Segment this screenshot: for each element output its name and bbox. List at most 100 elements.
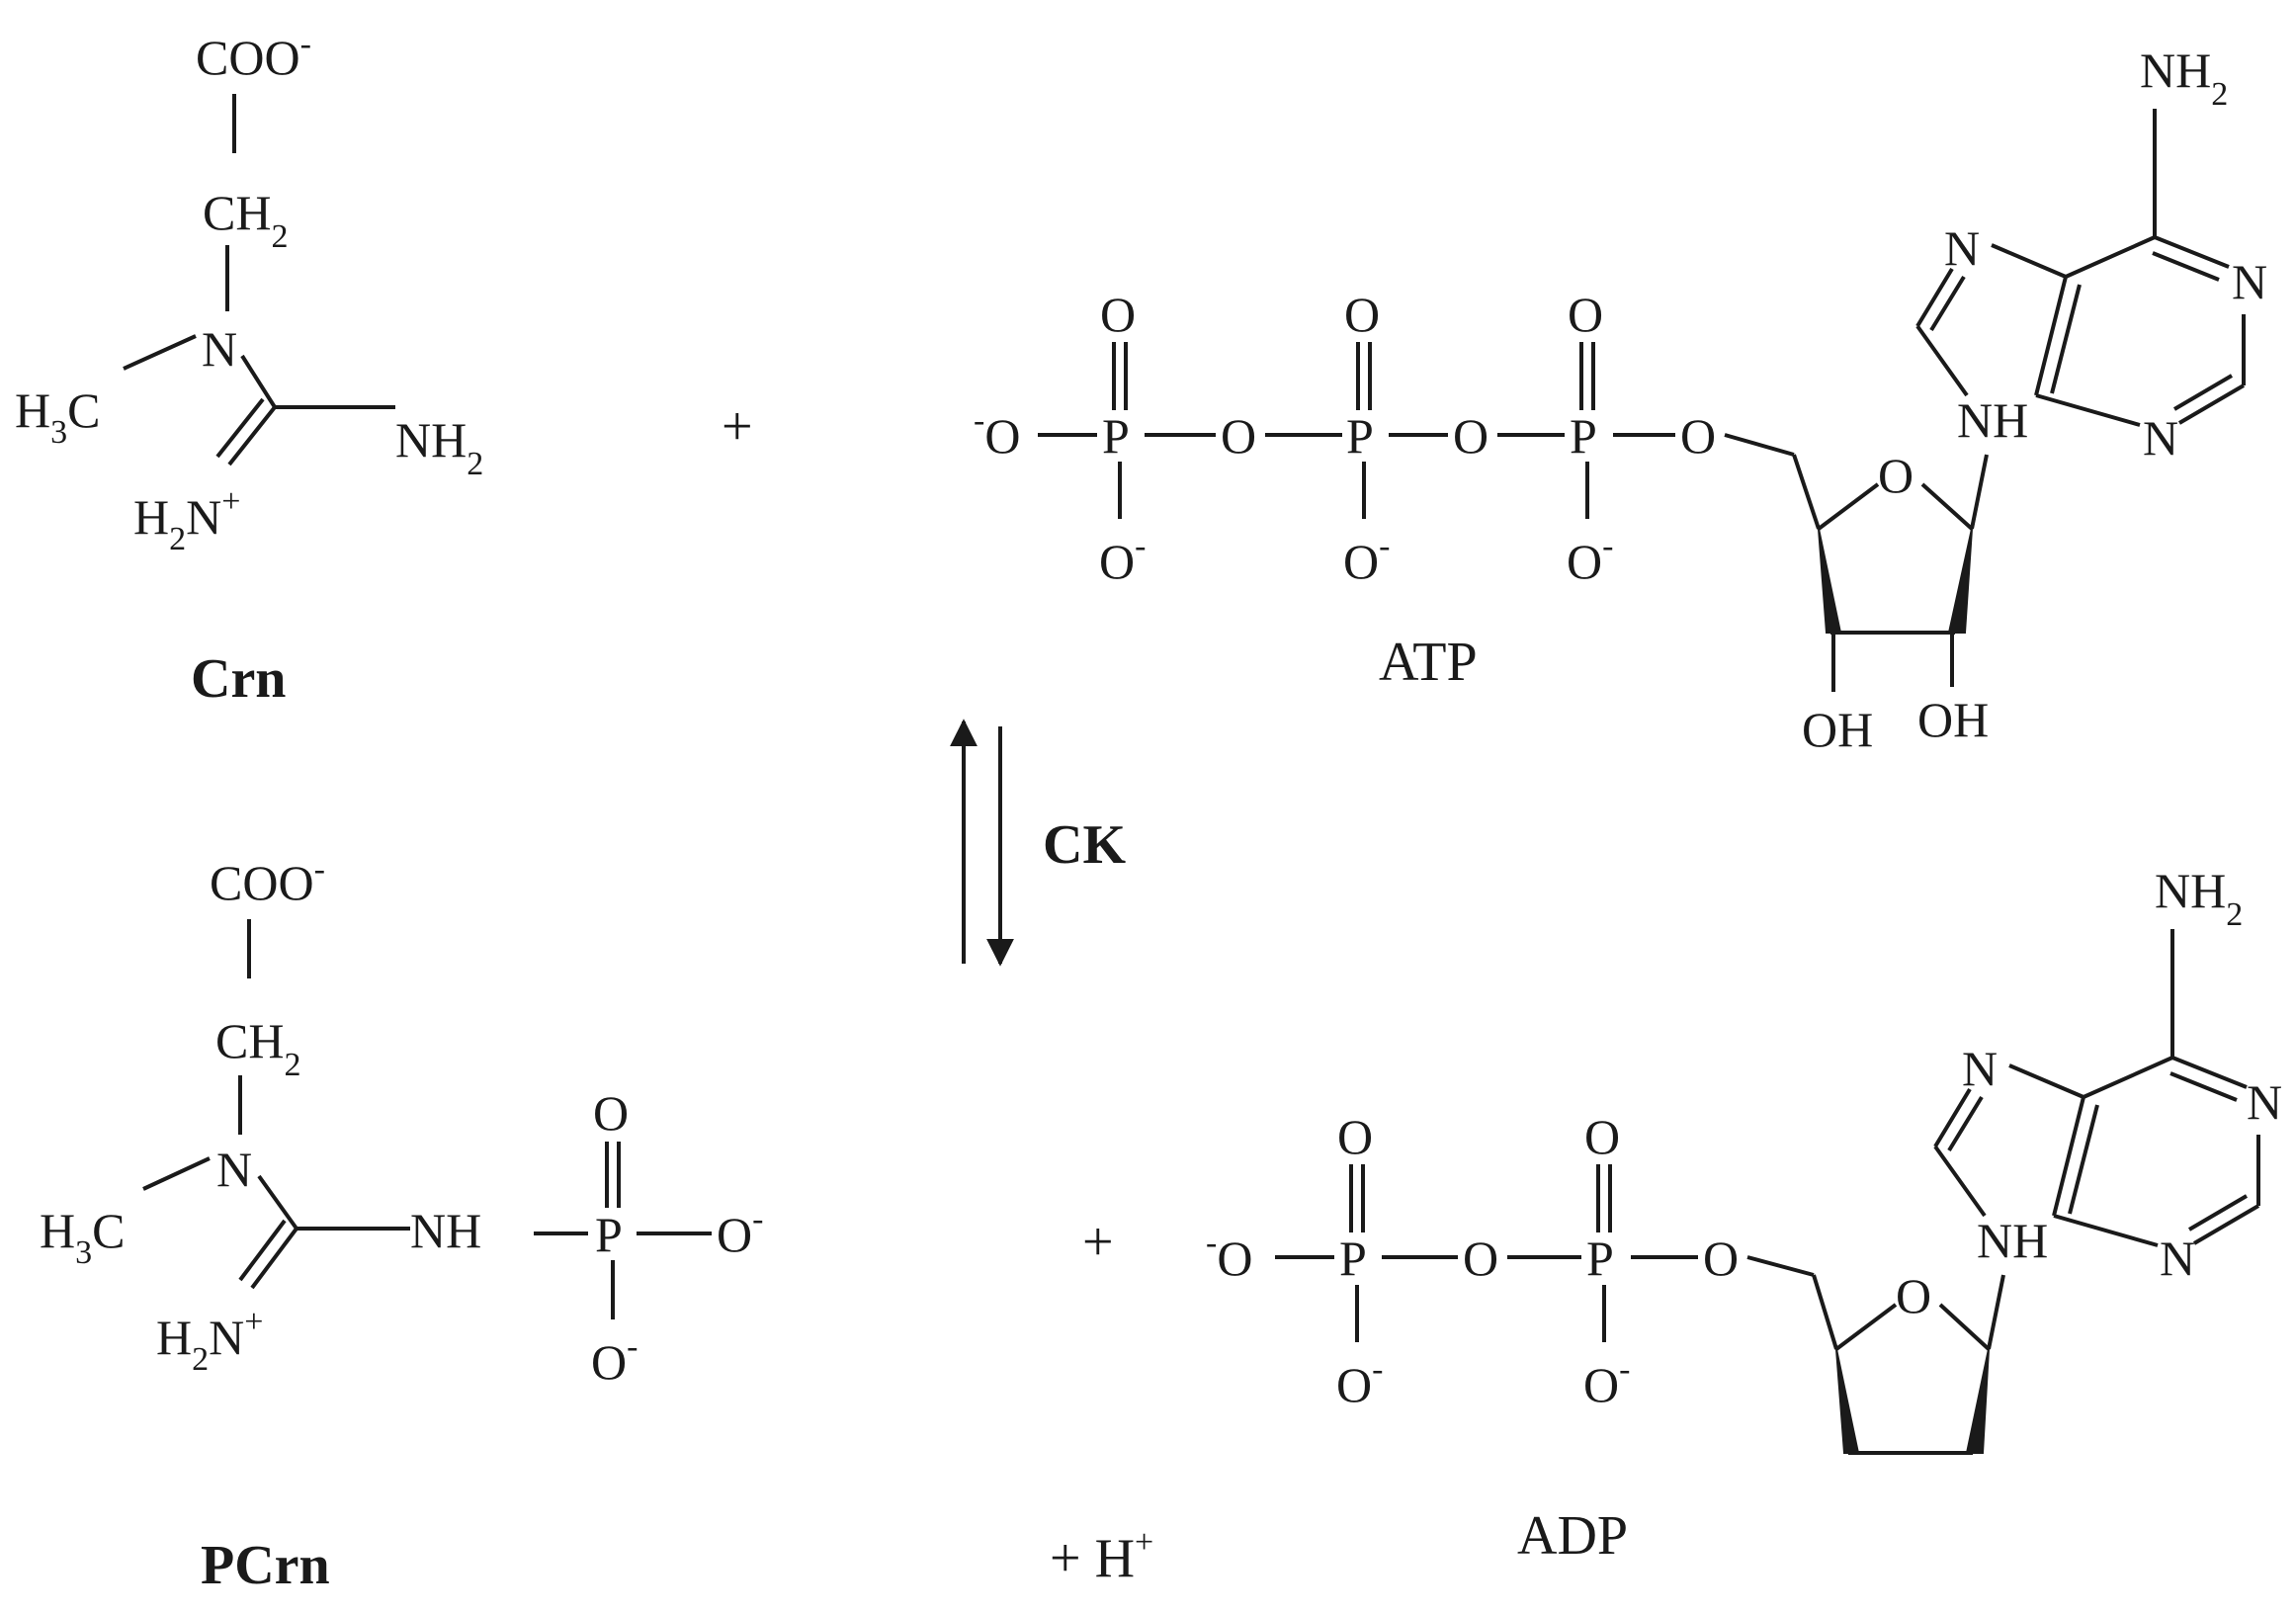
bond	[250, 1227, 298, 1290]
oxygen-atom: O	[1584, 1109, 1620, 1164]
nitrogen-atom: N	[202, 321, 237, 377]
bond	[2008, 1063, 2084, 1099]
oxygen-anion: O-	[1336, 1351, 1383, 1412]
bond	[2052, 1096, 2085, 1217]
plus-sign: +	[1082, 1212, 1114, 1273]
ring-nitrogen: N	[1962, 1041, 1998, 1096]
bond	[1915, 324, 1969, 397]
ring-oxygen: O	[1878, 448, 1913, 503]
phosphorus-atom: P	[1586, 1231, 1614, 1286]
oxygen-atom: O	[1568, 287, 1603, 342]
carboxylate-group: COO-	[196, 26, 311, 85]
bond	[1746, 1255, 1815, 1277]
enzyme-label: CK	[1043, 814, 1126, 876]
amino-group: NH2	[2140, 42, 2228, 113]
oxygen-anion: O-	[1567, 528, 1613, 589]
proton-label: + H+	[1050, 1524, 1153, 1589]
oxygen-anion: O-	[1343, 528, 1390, 589]
wedge-bond	[1947, 528, 1973, 634]
phosphorus-atom: P	[1570, 408, 1597, 464]
methylene-group: CH2	[203, 185, 288, 255]
ring-nitrogen: N	[2160, 1231, 2195, 1286]
bond	[1792, 454, 1821, 530]
ring-nitrogen: N	[2247, 1074, 2282, 1130]
bond	[240, 354, 277, 409]
ring-nitrogen-h: NH	[1977, 1213, 2048, 1268]
atp-structure: -O P O O- O P O O- O P O O- O O	[974, 42, 2267, 757]
bond	[257, 1174, 298, 1231]
wedge-bond	[1835, 1348, 1860, 1454]
bond	[1834, 1303, 1898, 1351]
wedge-bond	[1965, 1348, 1990, 1454]
bond	[1987, 1274, 2005, 1350]
bond	[2192, 1204, 2260, 1245]
bond	[1991, 243, 2067, 279]
bond	[2152, 251, 2220, 282]
bond	[1933, 1087, 1972, 1148]
plus-sign: +	[722, 396, 753, 458]
methyl-group: H3C	[15, 382, 100, 451]
bond	[2171, 1056, 2248, 1089]
ring-nitrogen: N	[2232, 254, 2267, 309]
bond	[1929, 275, 1966, 332]
iminium-group: H2N+	[133, 483, 240, 557]
phosphorus-atom: P	[1339, 1231, 1367, 1286]
methyl-group: H3C	[40, 1203, 125, 1271]
bond	[215, 397, 265, 459]
phosphorus-atom: P	[1102, 408, 1130, 464]
bond	[2169, 1071, 2238, 1102]
imino-group: NH	[410, 1203, 481, 1258]
iminium-group: H2N+	[156, 1304, 263, 1378]
oxygen-atom: O	[1337, 1109, 1373, 1164]
ring-nitrogen: N	[2143, 410, 2178, 466]
bond	[238, 1219, 287, 1282]
bond	[1938, 1303, 1991, 1351]
bond	[1812, 1274, 1838, 1350]
oxygen-atom: O	[1453, 408, 1488, 464]
bond	[227, 405, 277, 467]
creatine-label: Crn	[191, 648, 286, 710]
bond	[2172, 374, 2234, 411]
creatine-structure: COO- CH2 N H3C NH2 H2N+ Crn	[15, 26, 483, 710]
wedge-bond	[1818, 528, 1842, 634]
phosphocreatine-structure: COO- CH2 N H3C NH P O O- O- H2N+ PCrn	[40, 851, 763, 1596]
oxygen-atom: O	[1463, 1231, 1498, 1286]
oxygen-atom: O	[1100, 287, 1136, 342]
oxygen-atom: O	[1703, 1231, 1739, 1286]
phosphorus-atom: P	[595, 1207, 623, 1262]
bond	[1920, 482, 1974, 531]
amino-group: NH2	[2155, 863, 2243, 933]
adp-structure: -O P O O- O P O O- O O NH N	[1206, 863, 2282, 1567]
oxygen-atom: O	[1344, 287, 1380, 342]
adp-label: ADP	[1517, 1505, 1628, 1567]
hydroxyl-group: OH	[1917, 692, 1989, 747]
oxygen-anion: -O	[974, 402, 1020, 464]
bond	[123, 334, 197, 371]
oxygen-anion: O-	[1583, 1351, 1630, 1412]
bond	[1933, 1145, 1987, 1218]
bond	[2068, 1104, 2099, 1215]
bond	[2177, 383, 2246, 425]
oxygen-atom: O	[1680, 408, 1716, 464]
bond	[2154, 235, 2230, 269]
bond	[142, 1156, 211, 1191]
hydroxyl-group: OH	[1802, 702, 1873, 757]
carboxylate-group: COO-	[210, 851, 325, 910]
bond	[1970, 454, 1989, 530]
oxygen-anion: O-	[1099, 528, 1146, 589]
bond	[2187, 1194, 2249, 1232]
bond	[2050, 284, 2082, 394]
nitrogen-atom: N	[216, 1142, 252, 1197]
bond	[2053, 1214, 2159, 1247]
oxygen-anion: O-	[591, 1328, 638, 1390]
amino-group: NH2	[395, 412, 483, 482]
bond	[1915, 267, 1954, 328]
equilibrium-arrows: CK	[950, 719, 1126, 967]
bond	[1724, 433, 1795, 457]
oxygen-atom: O	[1221, 408, 1256, 464]
bond	[1817, 482, 1880, 531]
bond	[2083, 1056, 2173, 1099]
bond	[2035, 393, 2141, 427]
phosphocreatine-label: PCrn	[201, 1535, 330, 1596]
